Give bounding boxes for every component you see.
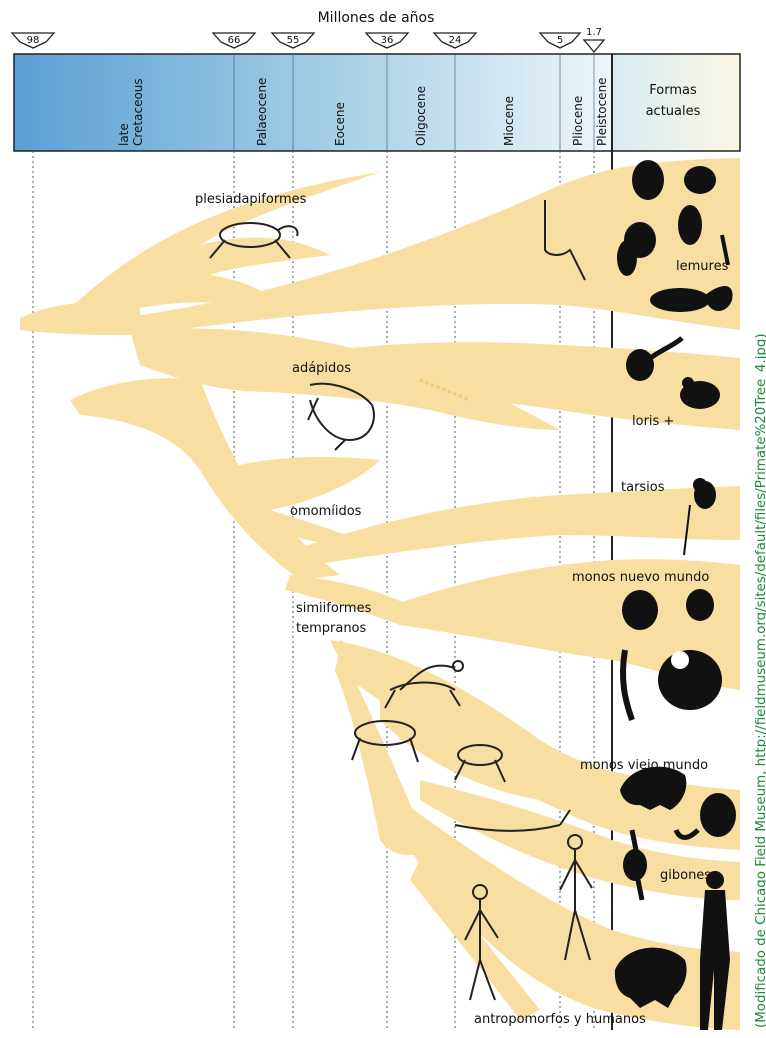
period-label-miocene: Miocene [502, 96, 516, 146]
period-band: late Cretaceous Palaeocene Eocene Oligoc… [14, 54, 740, 151]
period-label-eocene: Eocene [333, 102, 347, 146]
label-gibones: gibones [660, 868, 711, 883]
label-loris: loris + [632, 414, 674, 429]
marker-36: 36 [366, 33, 408, 48]
current-label-line1: Formas [649, 83, 697, 98]
marker-1-7: 1.7 [584, 27, 604, 52]
period-label-pliocene: Pliocene [571, 96, 585, 146]
marker-label: 98 [27, 35, 40, 46]
marker-24: 24 [434, 33, 476, 48]
label-plesiadapiformes: plesiadapiformes [195, 192, 307, 207]
marker-label: 66 [228, 35, 241, 46]
label-monos-nuevo-mundo: monos nuevo mundo [572, 570, 709, 585]
timescale-title: Millones de años [318, 10, 435, 26]
source-credit: (Modificado de Chicago Field Museum, htt… [754, 333, 766, 1028]
marker-55: 55 [272, 33, 314, 48]
period-label-cretaceous: Cretaceous [131, 78, 145, 146]
marker-label: 55 [287, 35, 300, 46]
label-tempranos: tempranos [296, 621, 367, 636]
label-tarsios: tarsios [621, 480, 665, 495]
time-markers: 98 66 55 36 24 5 1.7 [12, 27, 604, 52]
marker-98: 98 [12, 33, 54, 48]
current-label-line2: actuales [646, 104, 701, 119]
period-label-late: late [117, 123, 131, 146]
label-antropomorfos: antropomorfos y humanos [474, 1012, 646, 1027]
label-adapidos: adápidos [292, 361, 351, 376]
label-lemures: lemures [676, 259, 729, 274]
marker-label: 5 [557, 35, 563, 46]
marker-label: 36 [381, 35, 394, 46]
period-label-palaeocene: Palaeocene [255, 78, 269, 146]
label-monos-viejo-mundo: monos viejo mundo [580, 758, 708, 773]
period-label-oligocene: Oligocene [414, 86, 428, 146]
label-simiiformes: simiiformes [296, 601, 372, 616]
marker-label: 1.7 [586, 27, 602, 38]
label-omomiidos: omomíidos [290, 504, 362, 519]
marker-66: 66 [213, 33, 255, 48]
marker-5: 5 [540, 33, 580, 48]
marker-label: 24 [449, 35, 462, 46]
period-label-pleistocene: Pleistocene [595, 77, 609, 146]
